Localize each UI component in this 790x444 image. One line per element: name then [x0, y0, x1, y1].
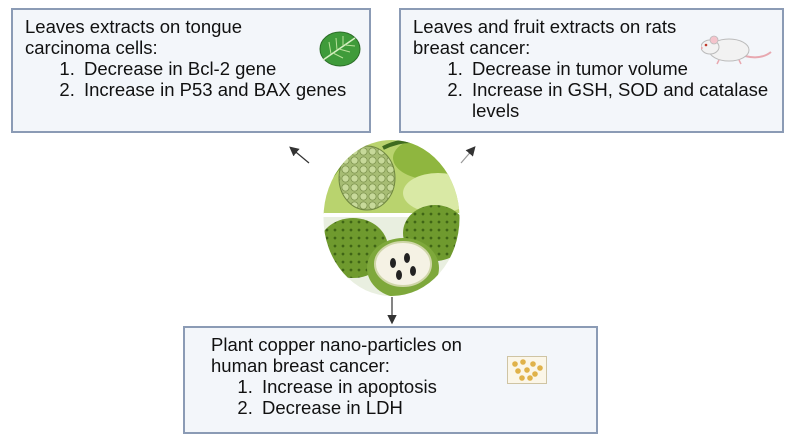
- nano-item-1: Increase in apoptosis: [258, 376, 584, 397]
- tongue-carcinoma-box: Leaves extracts on tongue carcinoma cell…: [11, 8, 371, 133]
- rats-item-1: Decrease in tumor volume: [468, 58, 770, 79]
- tongue-box-heading: Leaves extracts on tongue carcinoma cell…: [25, 16, 243, 58]
- arrow-to-tongue-box: [289, 146, 310, 164]
- rats-breast-cancer-box: Leaves and fruit extracts on rats breast…: [399, 8, 784, 133]
- rats-box-list: Decrease in tumor volume Increase in GSH…: [413, 58, 770, 121]
- nano-box-heading: Plant copper nano-particles on human bre…: [211, 334, 462, 376]
- leaf-icon: [319, 31, 361, 67]
- rats-box-heading: Leaves and fruit extracts on rats breast…: [413, 16, 677, 58]
- arrow-to-rats-box: [460, 146, 476, 164]
- soursop-fruit-image: [323, 140, 460, 296]
- tongue-item-2: Increase in P53 and BAX genes: [80, 79, 357, 100]
- rat-icon: [701, 35, 772, 65]
- tongue-box-list: Decrease in Bcl-2 gene Increase in P53 a…: [25, 58, 357, 100]
- copper-nanoparticles-box: Plant copper nano-particles on human bre…: [183, 326, 598, 434]
- nano-box-list: Increase in apoptosis Decrease in LDH: [211, 376, 584, 418]
- rats-item-2: Increase in GSH, SOD and catalase levels: [468, 79, 770, 121]
- tongue-item-1: Decrease in Bcl-2 gene: [80, 58, 357, 79]
- nano-item-2: Decrease in LDH: [258, 397, 584, 418]
- nanoparticles-icon: [507, 356, 547, 384]
